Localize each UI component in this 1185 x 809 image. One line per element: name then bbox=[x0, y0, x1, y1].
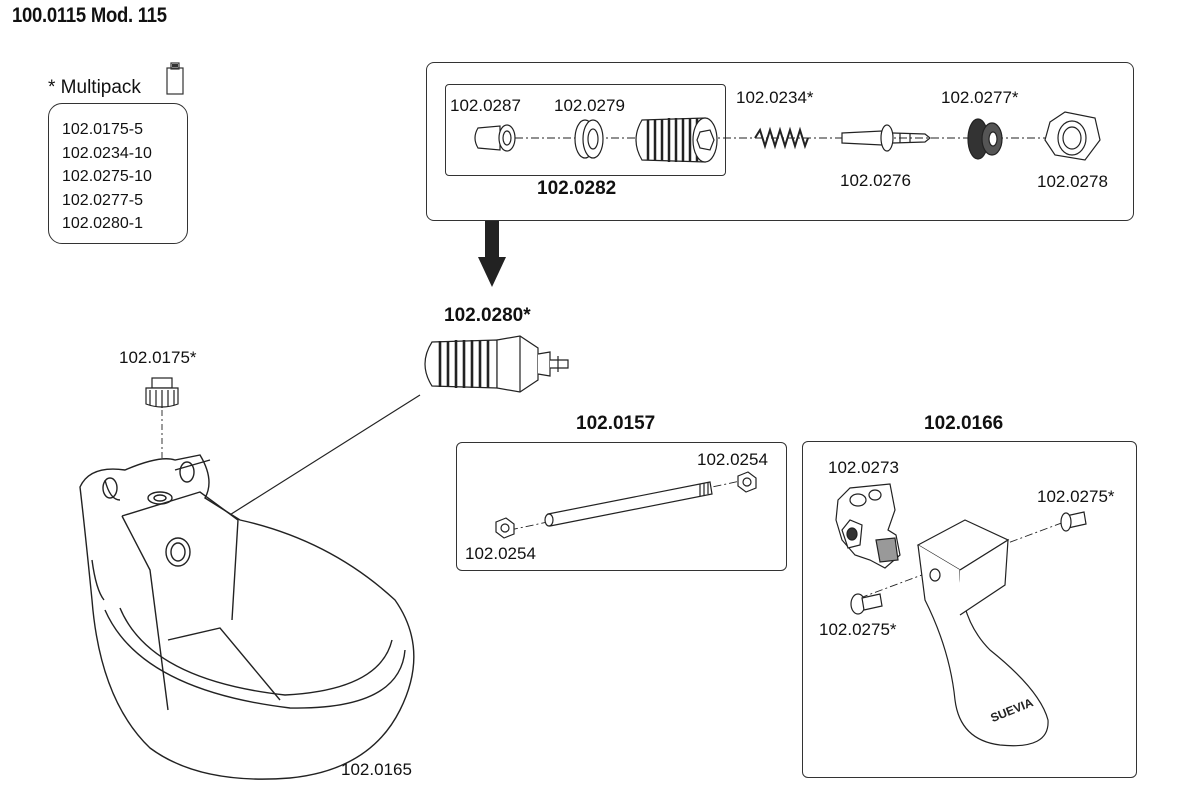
multipack-item: 102.0277-5 bbox=[62, 191, 143, 209]
nut-part-icon bbox=[1044, 111, 1101, 161]
nut-label-bottom: 102.0254 bbox=[465, 544, 536, 563]
multipack-label: * Multipack bbox=[48, 77, 141, 98]
valve-part-icon bbox=[424, 335, 569, 393]
paddle-kit-drawing bbox=[835, 483, 1087, 747]
multipack-item: 102.0234-10 bbox=[62, 144, 152, 162]
paddle-kit-frame bbox=[802, 441, 1137, 778]
bracket-label-0273: 102.0273 bbox=[828, 458, 899, 477]
screw-label-top: 102.0275* bbox=[1037, 487, 1115, 506]
spring-part-icon bbox=[754, 126, 809, 150]
plug-label-0175: 102.0175* bbox=[119, 348, 197, 367]
valve-label-0280: 102.0280* bbox=[444, 305, 531, 326]
rod-kit-title: 102.0157 bbox=[576, 413, 656, 434]
multipack-item: 102.0280-1 bbox=[62, 215, 143, 232]
seal-part-icon bbox=[967, 118, 1003, 160]
screw-label-bottom: 102.0275* bbox=[819, 620, 897, 639]
screw-part-icon bbox=[850, 593, 883, 615]
page-title: 100.0115 Mod. 115 bbox=[12, 4, 167, 27]
part-label-0234: 102.0234* bbox=[736, 88, 814, 107]
part-label-0278: 102.0278 bbox=[1037, 172, 1108, 191]
water-bowl-icon bbox=[79, 454, 415, 780]
pin-part-icon bbox=[841, 124, 931, 152]
bracket-part-icon bbox=[835, 483, 901, 569]
paddle-part-icon bbox=[916, 519, 1049, 747]
nut-label-top: 102.0254 bbox=[697, 450, 768, 469]
part-label-0276: 102.0276 bbox=[840, 171, 911, 190]
plug-part-icon bbox=[145, 377, 179, 408]
multipack-item: 102.0275-10 bbox=[62, 168, 152, 185]
screw-part-icon bbox=[1060, 511, 1087, 532]
threaded-body-icon bbox=[635, 117, 718, 163]
bowl-label-0165: 102.0165 bbox=[341, 760, 412, 779]
washer-part-icon bbox=[574, 119, 604, 159]
part-label-0277: 102.0277* bbox=[941, 88, 1019, 107]
part-label-0287: 102.0287 bbox=[450, 96, 521, 115]
cap-part-icon bbox=[474, 124, 516, 152]
part-label-0279: 102.0279 bbox=[554, 96, 625, 115]
multipack-list: 102.0175-5 102.0234-10 102.0275-10 102.0… bbox=[62, 118, 152, 236]
multipack-box bbox=[48, 103, 188, 244]
nut-icon bbox=[495, 517, 515, 539]
valve-assembly-frame bbox=[426, 62, 1134, 221]
nut-icon bbox=[737, 471, 757, 493]
rod-kit-frame bbox=[456, 442, 787, 571]
down-arrow-icon bbox=[478, 221, 506, 287]
paddle-kit-title: 102.0166 bbox=[924, 413, 1004, 434]
valve-subassembly-frame bbox=[445, 84, 726, 176]
multipack-item: 102.0175-5 bbox=[62, 121, 143, 138]
subassembly-label-0282: 102.0282 bbox=[537, 178, 617, 199]
rod-kit-drawing bbox=[495, 471, 757, 539]
